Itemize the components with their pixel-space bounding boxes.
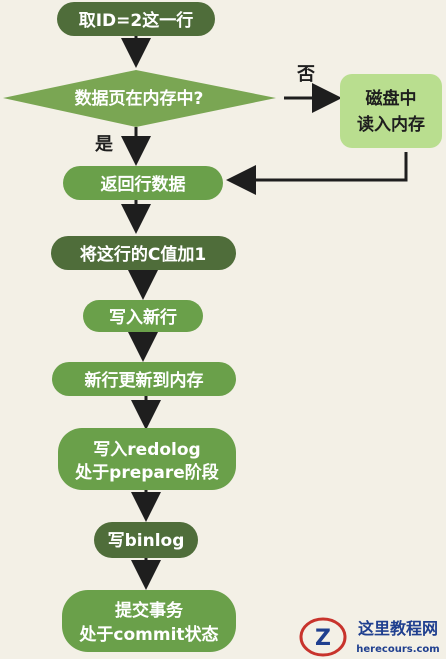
disk-read-shape (340, 74, 442, 148)
return-row-label: 返回行数据 (101, 174, 186, 195)
add-one-label: 将这行的C值加1 (80, 244, 206, 265)
binlog-node: 写binlog (94, 522, 198, 558)
redolog-line1: 写入redolog (93, 440, 200, 460)
watermark: Z 这里教程网 herecours.com (299, 617, 440, 657)
yes-branch-label: 是 (94, 134, 113, 155)
write-new-row-node: 写入新行 (83, 300, 203, 332)
arrow-disk-to-return (226, 152, 408, 195)
return-row-node: 返回行数据 (63, 166, 223, 200)
watermark-logo-glyph: Z (315, 626, 331, 651)
disk-read-line2: 读入内存 (357, 114, 425, 135)
fetch-row-label: 取ID=2这一行 (79, 10, 194, 31)
fetch-row-shape (57, 2, 215, 36)
add-one-shape (51, 236, 236, 270)
redolog-node: 写入redolog 处于prepare阶段 (58, 428, 236, 490)
update-memory-node: 新行更新到内存 (52, 362, 236, 396)
in-memory-decision-label: 数据页在内存中? (75, 88, 204, 109)
disk-read-line1: 磁盘中 (366, 88, 417, 109)
watermark-logo-icon (299, 617, 347, 657)
no-branch-label: 否 (296, 64, 315, 85)
redolog-shape (58, 428, 236, 490)
write-new-row-shape (83, 300, 203, 332)
commit-node: 提交事务 处于commit状态 (62, 590, 236, 652)
binlog-shape (94, 522, 198, 558)
commit-line2: 处于commit状态 (78, 624, 218, 645)
disk-read-node: 磁盘中 读入内存 (340, 74, 442, 148)
watermark-title: 这里教程网 (358, 619, 438, 638)
in-memory-decision-node: 数据页在内存中? (3, 70, 276, 127)
update-memory-shape (52, 362, 236, 396)
commit-shape (62, 590, 236, 652)
update-memory-label: 新行更新到内存 (85, 370, 204, 391)
in-memory-decision-shape (3, 70, 276, 127)
return-row-shape (63, 166, 223, 200)
fetch-row-node: 取ID=2这一行 (57, 2, 215, 36)
add-one-node: 将这行的C值加1 (51, 236, 236, 270)
write-new-row-label: 写入新行 (109, 307, 177, 328)
redolog-line2: 处于prepare阶段 (74, 462, 219, 483)
watermark-url: herecours.com (356, 644, 439, 655)
binlog-label: 写binlog (108, 531, 185, 551)
commit-line1: 提交事务 (115, 600, 184, 621)
